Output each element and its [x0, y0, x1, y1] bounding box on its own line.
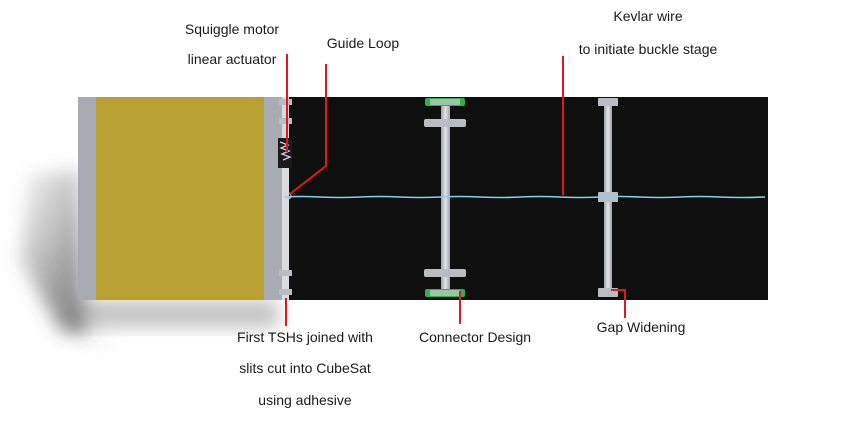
- cubesat: [78, 97, 282, 300]
- label-gap-widening: Gap Widening: [597, 319, 686, 335]
- cubesat-left-frame: [78, 97, 96, 300]
- connector: [424, 98, 466, 297]
- squiggle-motor-marking: [278, 138, 292, 168]
- cubesat-panel: [96, 97, 264, 300]
- label-initiate-buckle: to initiate buckle stage: [579, 41, 718, 57]
- kevlar-wire: [284, 195, 766, 199]
- cubesat-shadow: [20, 170, 278, 345]
- leader-lines: [285, 54, 626, 326]
- tsh-strip: [288, 97, 768, 300]
- leader-guide-loop: [289, 64, 327, 195]
- label-squiggle-motor: Squiggle motor: [185, 21, 280, 37]
- label-linear-actuator: linear actuator: [188, 51, 277, 67]
- first-tsh-attachment: [278, 97, 292, 300]
- label-kevlar-wire: Kevlar wire: [613, 8, 682, 24]
- leader-gap-widening: [611, 289, 626, 318]
- label-connector-design: Connector Design: [419, 329, 531, 345]
- label-first-tsh-line3: using adhesive: [258, 392, 352, 408]
- cubesat-right-frame: [264, 97, 282, 300]
- label-first-tsh-line1: First TSHs joined with: [237, 329, 373, 345]
- labels: Squiggle motor linear actuator Guide Loo…: [185, 8, 718, 408]
- label-first-tsh-line2: slits cut into CubeSat: [239, 360, 371, 376]
- label-guide-loop: Guide Loop: [327, 35, 400, 51]
